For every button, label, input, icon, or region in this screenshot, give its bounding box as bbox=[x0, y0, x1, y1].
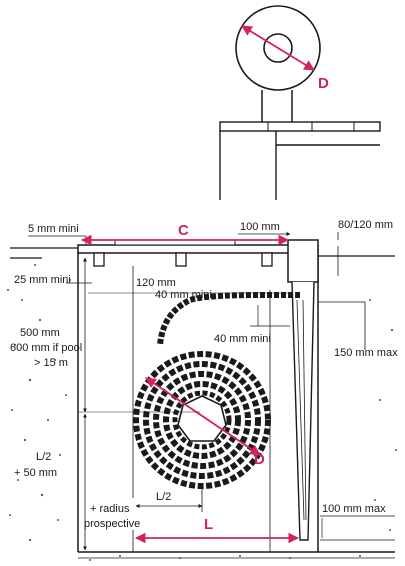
coil-diameter-label: D bbox=[254, 451, 265, 468]
radius-box bbox=[88, 498, 134, 530]
left-coping-edge bbox=[10, 247, 78, 259]
dim-5mm-mini: 5 mm mini bbox=[28, 223, 79, 235]
dim-500mm: 500 mm bbox=[20, 327, 60, 339]
dimension-annotations: 5 mm mini C 100 mm 80/120 mm 25 mm mini … bbox=[10, 219, 398, 551]
top-diameter-label: D bbox=[318, 75, 329, 92]
dim-100mm-max-leader bbox=[320, 515, 395, 541]
roller-arm-detail bbox=[296, 299, 307, 521]
roller-housing bbox=[287, 239, 319, 283]
dim-5mm-mini-leader bbox=[28, 235, 87, 245]
main-section: D bbox=[7, 239, 397, 561]
top-detail: D bbox=[219, 5, 381, 200]
dim-600mm-if-pool: 600 mm if pool bbox=[10, 342, 82, 354]
top-support-post bbox=[261, 90, 293, 122]
dim-gt-15m: > 15 m bbox=[34, 357, 68, 369]
dim-40mm-mini-lower: 40 mm mini bbox=[214, 333, 271, 345]
dim-40mm-mini-upper: 40 mm mini bbox=[155, 289, 212, 301]
c-label: C bbox=[178, 222, 189, 239]
cover-brackets bbox=[93, 252, 273, 267]
coil-axle bbox=[177, 395, 227, 442]
dim-plus-50mm: + 50 mm bbox=[14, 467, 57, 479]
dim-40mm-mini-lower-leader bbox=[250, 305, 290, 327]
cover-slab bbox=[77, 244, 319, 254]
slat-chain bbox=[157, 291, 301, 346]
dim-80-120mm: 80/120 mm bbox=[338, 219, 393, 231]
dim-150mm-max-leader bbox=[318, 301, 366, 350]
top-coping bbox=[219, 121, 381, 132]
top-coping-joints bbox=[267, 122, 355, 131]
dim-plus-radius: + radius bbox=[90, 503, 130, 515]
dim-25mm-mini: 25 mm mini bbox=[14, 274, 71, 286]
dim-100mm: 100 mm bbox=[240, 221, 280, 233]
dim-prospective: prospective bbox=[84, 518, 140, 530]
top-diameter-arrow bbox=[241, 25, 315, 71]
dim-150mm-max: 150 mm max bbox=[334, 347, 398, 359]
dim-l-half-bottom: L/2 bbox=[156, 491, 171, 503]
l-label: L bbox=[204, 516, 213, 533]
dim-l-half-left: L/2 bbox=[36, 451, 51, 463]
coil-diameter-arrow bbox=[145, 377, 261, 456]
dim-100mm-max: 100 mm max bbox=[322, 503, 386, 515]
top-wall bbox=[219, 131, 380, 200]
roller-arm bbox=[291, 281, 315, 541]
soil-dots bbox=[7, 264, 397, 561]
dim-120mm: 120 mm bbox=[136, 277, 176, 289]
